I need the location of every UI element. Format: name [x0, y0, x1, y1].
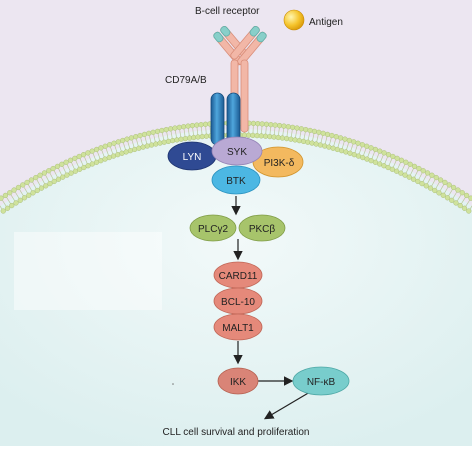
- node-syk-label: SYK: [227, 147, 247, 158]
- node-malt1-label: MALT1: [222, 323, 254, 334]
- node-nfkb-label: NF-κB: [307, 377, 336, 388]
- node-malt1: MALT1: [214, 314, 262, 340]
- node-btk: BTK: [212, 166, 260, 194]
- bcr-label: B-cell receptor: [195, 6, 260, 17]
- node-lyn-label: LYN: [183, 152, 202, 163]
- node-lyn: LYN: [168, 142, 216, 170]
- cd79-label: CD79A/B: [165, 75, 207, 86]
- node-ikk-label: IKK: [230, 377, 246, 388]
- node-card11-label: CARD11: [219, 271, 258, 282]
- outcome-label: CLL cell survival and proliferation: [163, 427, 310, 438]
- node-btk-label: BTK: [226, 176, 246, 187]
- antigen-label: Antigen: [309, 17, 343, 28]
- node-pkcb-label: PKCβ: [249, 224, 276, 235]
- node-plcg2-label: PLCγ2: [198, 224, 228, 235]
- node-pi3k-label: PI3K-δ: [264, 158, 295, 169]
- node-bcl10: BCL-10: [214, 288, 262, 314]
- node-ikk: IKK: [218, 368, 258, 394]
- node-plcg2: PLCγ2: [190, 215, 236, 241]
- antigen-sphere: [284, 10, 304, 30]
- node-nfkb: NF-κB: [293, 367, 349, 395]
- node-syk: SYK: [212, 137, 262, 165]
- node-pkcb: PKCβ: [239, 215, 285, 241]
- node-card11: CARD11: [214, 262, 262, 288]
- inner-highlight-panel: [14, 232, 162, 310]
- stray-dot: [172, 383, 174, 385]
- node-bcl10-label: BCL-10: [221, 297, 255, 308]
